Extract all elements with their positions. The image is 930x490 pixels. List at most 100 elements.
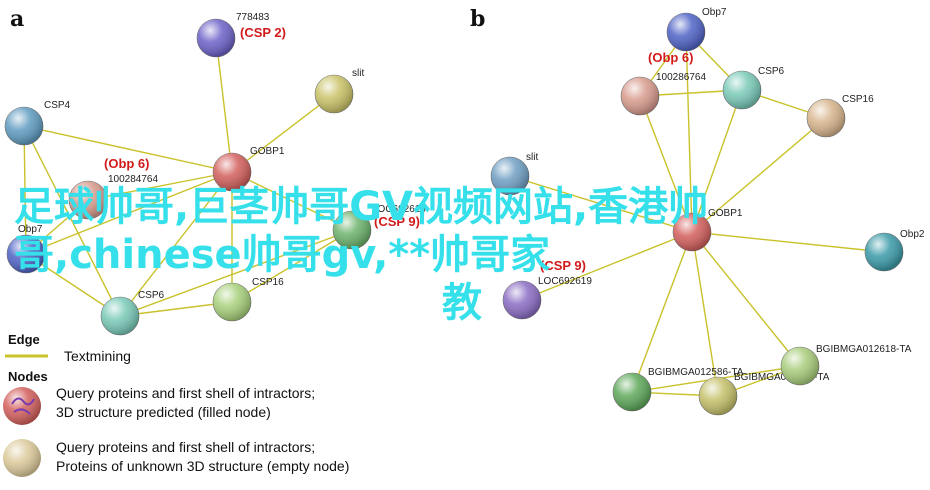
- node-CSP6[interactable]: CSP6: [722, 66, 785, 110]
- node-shine: [807, 99, 845, 137]
- edge-slit-GOBP1: [509, 175, 693, 233]
- legend-empty-node-icon: [3, 439, 41, 477]
- edge-GOBP1-CSP6: [119, 171, 233, 317]
- node-CSP6[interactable]: CSP6: [100, 290, 165, 336]
- node-shine: [101, 297, 139, 335]
- edge-778483-GOBP1: [215, 37, 233, 173]
- node-shine: [491, 157, 529, 195]
- node-shine: [613, 373, 651, 411]
- edge-CSP6-CSP9: [119, 229, 353, 317]
- panel-a-letter: a: [10, 6, 24, 32]
- node-Obp2[interactable]: Obp2: [864, 229, 925, 272]
- node-100284[interactable]: 100284764 (Obp 6): [68, 156, 158, 220]
- legend-filled-line1: Query proteins and first shell of intrac…: [56, 385, 315, 401]
- node-BG2618[interactable]: BGIBMGA012618-TA: [780, 344, 912, 386]
- node-shine: [5, 107, 43, 145]
- node-CSP9[interactable]: LOC692619(CSP 9): [502, 258, 592, 320]
- edge-CSP4-CSP6: [23, 125, 121, 317]
- edge-100286-GOBP1: [639, 95, 693, 233]
- edge-GOBP1-BG2613: [691, 231, 719, 397]
- node-label: CSP4: [44, 100, 71, 111]
- node-tag: (CSP 9): [374, 214, 420, 229]
- node-CSP4[interactable]: CSP4: [4, 100, 71, 146]
- node-slit[interactable]: slit: [314, 68, 364, 114]
- node-label: slit: [352, 68, 364, 79]
- edge-CSP6-GOBP1: [691, 89, 743, 233]
- edge-GOBP1-Obp7: [25, 171, 233, 255]
- node-shine: [333, 211, 371, 249]
- node-BG2613[interactable]: BGIBMGA012613-TA: [698, 372, 830, 416]
- legend-empty-line2: Proteins of unknown 3D structure (empty …: [56, 458, 349, 474]
- node-778483[interactable]: 778483 (CSP 2): [196, 12, 286, 58]
- node-label: BGIBMGA012613-TA: [734, 372, 830, 383]
- node-label: CSP6: [758, 66, 785, 77]
- node-shine: [865, 233, 903, 271]
- overlay-line2: 哥,chinese帅哥gv,**帅哥家: [14, 232, 550, 278]
- legend-edge-heading: Edge: [8, 332, 40, 347]
- node-slit[interactable]: slit: [490, 152, 538, 196]
- legend-filled-node-icon: [3, 387, 41, 425]
- legend-edge-type: Textmining: [64, 348, 131, 364]
- edge-GOBP1-BG2618: [691, 231, 801, 367]
- node-Obp7[interactable]: Obp7: [666, 7, 727, 52]
- edge-100284-GOBP1: [87, 171, 233, 201]
- node-shine: [673, 213, 711, 251]
- node-shine: [197, 19, 235, 57]
- node-label: BGIBMGA012586-TA: [648, 367, 744, 378]
- node-shine: [621, 77, 659, 115]
- node-CSP16[interactable]: CSP16: [212, 277, 284, 322]
- edge-GOBP1-CSP9: [521, 231, 693, 301]
- node-tag: (Obp 6): [648, 50, 694, 65]
- node-label: slit: [526, 152, 538, 163]
- node-label: BGIBMGA012618-TA: [816, 344, 912, 355]
- edge-CSP4-Obp7: [23, 125, 27, 255]
- node-GOBP1[interactable]: GOBP1: [212, 146, 285, 192]
- node-label: LOC692619: [372, 204, 426, 215]
- node-label: 778483: [236, 12, 270, 23]
- node-shine: [315, 75, 353, 113]
- node-shine: [213, 153, 251, 191]
- node-label: LOC692619: [538, 276, 592, 287]
- node-tag: (Obp 6): [104, 156, 150, 171]
- legend-empty-line1: Query proteins and first shell of intrac…: [56, 439, 315, 455]
- node-label: Obp2: [900, 229, 925, 240]
- node-100286[interactable]: 100286764(Obp 6): [620, 50, 706, 116]
- node-GOBP1[interactable]: GOBP1: [672, 208, 743, 252]
- node-shine: [667, 13, 705, 51]
- node-shine: [7, 235, 45, 273]
- panel-b-letter: b: [470, 6, 485, 32]
- node-label: GOBP1: [250, 146, 285, 157]
- edge-Obp7-GOBP1: [685, 31, 693, 233]
- watermark-overlay: 足球帅哥,巨茎帅哥GV视频网站,香港帅 哥,chinese帅哥gv,**帅哥家 …: [14, 184, 708, 326]
- node-shine: [699, 377, 737, 415]
- node-label: 100284764: [108, 174, 158, 185]
- overlay-line1: 足球帅哥,巨茎帅哥GV视频网站,香港帅: [14, 184, 708, 230]
- node-Obp7[interactable]: Obp7: [6, 224, 46, 274]
- node-label: CSP16: [252, 277, 284, 288]
- node-shine: [781, 347, 819, 385]
- edge-slit-GOBP1: [231, 93, 335, 173]
- edge-CSP4-GOBP1: [23, 125, 233, 173]
- node-CSP16[interactable]: CSP16: [806, 94, 874, 138]
- node-label: Obp7: [18, 224, 43, 235]
- edge-GOBP1-BG2586: [631, 231, 693, 393]
- node-tag: (CSP 2): [240, 25, 286, 40]
- legend-filled-line2: 3D structure predicted (filled node): [56, 404, 271, 420]
- edge-GOBP1-Obp2: [691, 231, 885, 253]
- node-label: Obp7: [702, 7, 727, 18]
- node-label: CSP16: [842, 94, 874, 105]
- node-label: CSP6: [138, 290, 165, 301]
- node-shine: [503, 281, 541, 319]
- node-shine: [723, 71, 761, 109]
- node-CSP9[interactable]: LOC692619(CSP 9): [332, 204, 426, 250]
- edge-CSP16-CSP9: [231, 229, 353, 303]
- node-shine: [69, 181, 107, 219]
- node-BG2586[interactable]: BGIBMGA012586-TA: [612, 367, 744, 412]
- node-shine: [213, 283, 251, 321]
- legend: Edge Textmining Nodes Query proteins and…: [3, 332, 349, 477]
